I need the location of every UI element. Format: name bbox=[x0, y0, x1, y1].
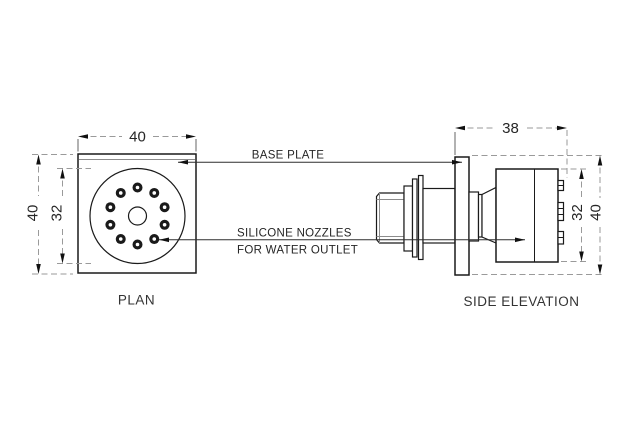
spacer-sleeve bbox=[422, 187, 456, 244]
center-hole bbox=[127, 206, 148, 226]
nozzle-dot-hole bbox=[162, 223, 167, 227]
dim-plan-outer-height: 40 bbox=[25, 154, 73, 275]
base-plate-callout: BASE PLATE bbox=[178, 150, 462, 165]
arrowhead bbox=[60, 253, 65, 264]
arrowhead bbox=[159, 237, 169, 243]
nozzle-dot-hole bbox=[108, 223, 113, 227]
dim-side-depth: 38 bbox=[454, 120, 568, 178]
lock-nut bbox=[403, 185, 414, 252]
nozzle-dot-hole bbox=[118, 191, 123, 195]
spray-head-body bbox=[495, 168, 559, 263]
collar bbox=[468, 191, 480, 242]
nozzle-label-line1: SILICONE NOZZLES bbox=[237, 228, 352, 240]
pipe-nipple bbox=[375, 192, 405, 244]
side-caption: SIDE ELEVATION bbox=[463, 294, 579, 309]
arrowhead bbox=[579, 169, 584, 179]
dim-side-outer-height: 40 bbox=[472, 155, 605, 275]
arrowhead bbox=[36, 154, 41, 165]
nozzle-dot-hole bbox=[135, 185, 140, 190]
dim-text-plan-inner: 32 bbox=[49, 205, 66, 222]
arrowhead bbox=[597, 264, 603, 275]
base-plate-label: BASE PLATE bbox=[252, 150, 324, 162]
arrowhead bbox=[60, 168, 65, 179]
nozzle-nub-top bbox=[557, 179, 565, 192]
dim-plan-width: 40 bbox=[77, 129, 197, 152]
arrowhead bbox=[557, 125, 567, 131]
arrowhead bbox=[515, 237, 525, 243]
nozzle-nub-middle bbox=[557, 201, 565, 222]
nozzle-nub-bottom bbox=[557, 230, 565, 245]
arrowhead bbox=[78, 134, 88, 139]
nub-outline bbox=[557, 201, 565, 222]
cone-adapter bbox=[481, 186, 497, 244]
base-plate-side bbox=[454, 156, 470, 276]
arrowhead bbox=[452, 159, 462, 165]
silicone-nozzles-callout: SILICONE NOZZLES FOR WATER OUTLET bbox=[159, 228, 525, 257]
arrowhead bbox=[186, 134, 196, 139]
washer-1 bbox=[411, 178, 418, 258]
nozzle-dot-hole bbox=[152, 191, 157, 195]
dim-text-side-depth: 38 bbox=[502, 120, 519, 137]
nozzle-dot-hole bbox=[162, 205, 167, 209]
dim-text-side-outer: 40 bbox=[588, 204, 605, 221]
arrowhead bbox=[597, 155, 603, 166]
arrowhead bbox=[178, 159, 188, 165]
nozzle-dot-hole bbox=[135, 242, 140, 247]
arrowhead bbox=[455, 125, 465, 131]
nozzle-dot-hole bbox=[118, 237, 123, 241]
dim-plan-inner-height: 32 bbox=[49, 168, 91, 264]
nozzle-label-line2: FOR WATER OUTLET bbox=[237, 245, 358, 257]
nozzle-ring bbox=[105, 182, 170, 250]
dim-text-side-inner: 32 bbox=[569, 204, 586, 221]
arrowhead bbox=[36, 264, 41, 274]
dim-side-inner-height: 32 bbox=[561, 168, 588, 262]
dim-text-plan-outer: 40 bbox=[25, 205, 42, 222]
washer-2 bbox=[417, 174, 424, 261]
nozzle-dot-hole bbox=[108, 205, 113, 209]
nozzle-dot-hole bbox=[152, 237, 157, 241]
plan-view: 40 40 32 PLAN bbox=[25, 129, 197, 308]
side-elevation-view: 38 32 40 SIDE ELEVATION bbox=[375, 120, 605, 309]
plan-caption: PLAN bbox=[118, 293, 155, 308]
dim-text-plan-width: 40 bbox=[129, 129, 146, 146]
arrowhead bbox=[579, 251, 584, 262]
